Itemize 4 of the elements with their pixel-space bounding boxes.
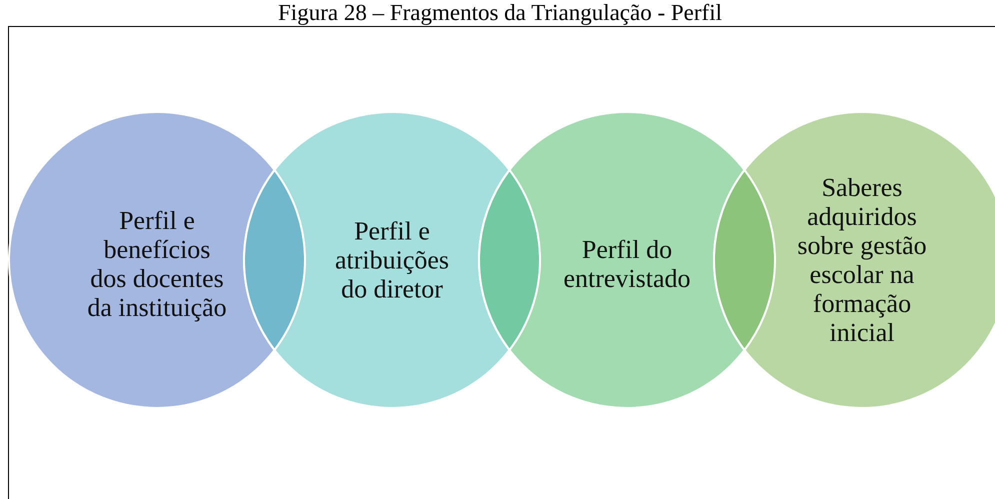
circle-label: Perfil do entrevistado	[542, 235, 712, 293]
circle-label: Perfil e atribuições do diretor	[322, 216, 462, 304]
figure-title: Figura 28 – Fragmentos da Triangulação - Perfil	[277, 0, 723, 25]
circle-label: Perfil e benefícios dos docentes da instituição	[84, 206, 230, 322]
